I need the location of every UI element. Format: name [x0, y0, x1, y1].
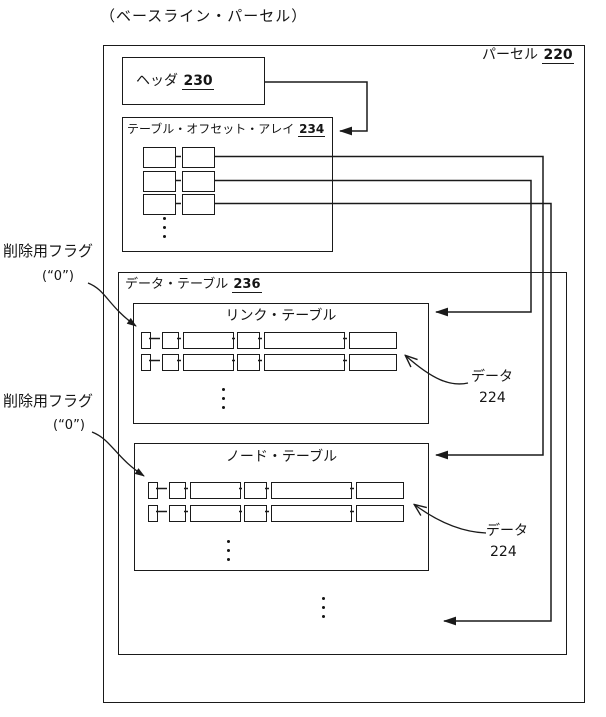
parcel-ref: 220 [542, 47, 574, 64]
parcel-box [103, 45, 585, 703]
data-table-ref: 236 [232, 277, 262, 293]
vertical-ellipsis [222, 388, 225, 409]
offset-cell [182, 171, 215, 192]
record-field [162, 354, 179, 371]
data-table-box: データ・テーブル 236 リンク・テーブル ノード・テーブル [118, 272, 567, 655]
header-label: ヘッダ 230 [136, 73, 214, 90]
table-offset-array-box: テーブル・オフセット・アレイ 234 [122, 117, 333, 252]
node-table-title: ノード・テーブル [225, 449, 338, 465]
table-offset-array-label: テーブル・オフセット・アレイ 234 [127, 122, 326, 137]
data-table-label: データ・テーブル 236 [125, 277, 262, 293]
data-annotation-link-label: データ [471, 369, 513, 385]
record-field [237, 332, 260, 349]
figure-caption: （ベースライン・パーセル） [100, 7, 308, 25]
record-field [162, 332, 179, 349]
header-label-text: ヘッダ [136, 73, 178, 89]
data-table-label-text: データ・テーブル [125, 277, 229, 292]
record-field [190, 505, 241, 522]
parcel-label: パーセル 220 [482, 47, 574, 64]
record-field [356, 505, 404, 522]
vertical-ellipsis [163, 217, 166, 238]
vertical-ellipsis [227, 540, 230, 561]
deletion-flag-value-node: (“0”) [53, 418, 85, 433]
table-offset-array-ref: 234 [298, 122, 326, 137]
header-box: ヘッダ 230 [122, 57, 265, 105]
record-field [148, 505, 158, 522]
table-offset-array-label-text: テーブル・オフセット・アレイ [127, 122, 295, 136]
record-field [141, 332, 151, 349]
header-ref: 230 [182, 73, 214, 90]
record-field [141, 354, 151, 371]
link-table-title: リンク・テーブル [225, 308, 337, 324]
record-field [271, 505, 352, 522]
record-field [169, 482, 186, 499]
data-annotation-link-ref: 224 [479, 390, 506, 406]
link-table-box: リンク・テーブル [133, 303, 429, 424]
record-field [271, 482, 352, 499]
record-field [190, 482, 241, 499]
record-field [264, 354, 345, 371]
data-annotation-node-label: データ [486, 523, 528, 539]
offset-cell [182, 147, 215, 168]
data-annotation-node-ref: 224 [490, 544, 517, 560]
deletion-flag-label-link: 削除用フラグ [3, 242, 94, 260]
vertical-ellipsis [322, 597, 325, 618]
parcel-label-text: パーセル [482, 47, 538, 63]
offset-cell [143, 194, 176, 215]
node-table-box: ノード・テーブル [134, 443, 429, 571]
record-field [183, 354, 234, 371]
offset-cell [143, 147, 176, 168]
offset-cell [143, 171, 176, 192]
record-field [169, 505, 186, 522]
record-field [183, 332, 234, 349]
record-field [244, 482, 267, 499]
deletion-flag-value-link: (“0”) [42, 269, 74, 284]
record-field [264, 332, 345, 349]
record-field [356, 482, 404, 499]
offset-cell [182, 194, 215, 215]
record-field [349, 354, 397, 371]
deletion-flag-label-node: 削除用フラグ [3, 392, 94, 410]
record-field [244, 505, 267, 522]
record-field [349, 332, 397, 349]
record-field [237, 354, 260, 371]
record-field [148, 482, 158, 499]
